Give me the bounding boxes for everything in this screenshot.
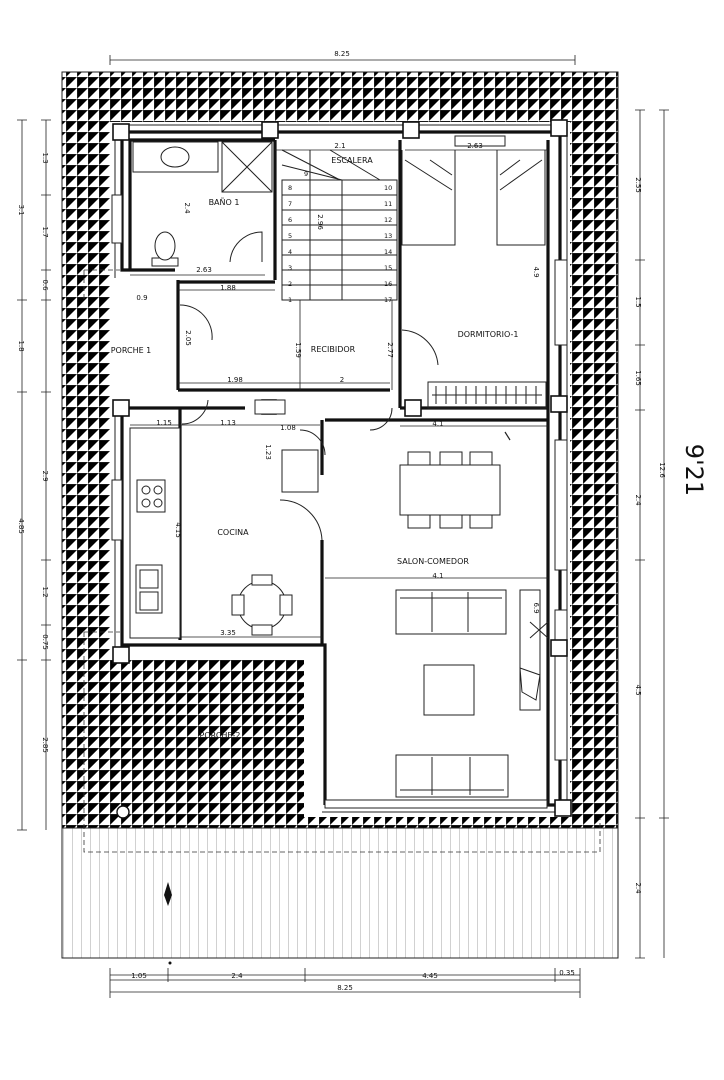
handwritten-note: 9'21 [680,444,708,496]
dim-right-inner: 2.4 [634,494,642,506]
step-number: 4 [288,248,292,256]
step-number: 9 [304,170,308,178]
dim-right-inner: 4.5 [634,684,642,695]
living-furniture [395,451,549,798]
dimension-lines [17,55,669,998]
room-label-salon: SALON-COMEDOR [397,557,469,566]
room-label-recibidor: RECIBIDOR [311,345,356,354]
dim-recib-w1: 1.98 [227,376,243,384]
room-label-bano: BAÑO 1 [209,197,240,207]
stair [281,149,398,301]
dim-top-total: 8.25 [334,50,350,58]
step-number: 11 [384,200,392,208]
dim-bottom-seg: 2.4 [231,972,243,980]
dim-cocina-h: 4.15 [174,522,182,538]
dim-cocina-2: 1.13 [220,419,236,427]
bedroom-furniture [401,150,547,409]
bathroom-fixtures [132,141,273,267]
step-number: 5 [288,232,292,240]
step-number: 13 [384,232,392,240]
dim-left-outer: 4.85 [17,518,25,534]
room-label-porche2: PORCHE-2 [200,731,241,740]
dim-bottom-total: 8.25 [337,984,353,992]
dim-recib-w2: 2 [340,376,344,384]
dim-left-inner: 0.75 [41,634,49,650]
step-number: 7 [288,200,292,208]
step-number: 6 [288,216,292,224]
dim-bottom-seg: 4.45 [422,972,438,980]
dim-escalera-w: 2.1 [334,142,345,150]
dim-cocina-1: 1.15 [156,419,172,427]
dim-right-inner: 1.5 [634,296,642,307]
columns [112,119,572,819]
step-number: 16 [384,280,392,288]
dim-bano-w: 2.63 [196,266,212,274]
step-number: 8 [288,184,292,192]
step-number: 10 [384,184,392,192]
dim-dorm-h: 4.9 [532,266,540,277]
dim-left-inner: 1.3 [41,152,49,163]
room-label-dormitorio: DORMITORIO-1 [458,330,519,339]
dim-bottom-seg: 0.35 [559,969,575,977]
step-number: 17 [384,296,392,304]
dim-left-inner: 1.2 [41,586,49,597]
dim-escalera-len: 2.96 [316,214,324,230]
stair-step-numbers: 8 7 6 5 4 3 2 1 10 11 12 13 14 15 16 17 … [288,170,392,304]
dim-left-inner: 0.6 [41,279,49,291]
dim-dorm-w: 2.63 [467,142,483,150]
dim-recib-1: 1.59 [294,342,302,358]
dim-left-outer: 1.8 [17,340,25,351]
north-arrow-icon [164,882,172,906]
dim-bottom-seg: 1.05 [131,972,147,980]
dim-right-total: 12.6 [658,462,666,478]
step-number: 1 [288,296,292,304]
dim-left-outer: 2.85 [41,737,49,753]
dim-porche1-h: 2.05 [184,330,192,346]
dim-right-inner: 2.55 [634,177,642,193]
dim-cocina-4: 1.23 [264,444,272,460]
dim-salon-w1: 4.1 [432,420,443,428]
dot-mark-icon [168,961,172,965]
dim-left-inner: 1.7 [41,226,49,237]
dim-salon-w2: 4.1 [432,572,443,580]
step-number: 12 [384,216,392,224]
dim-cocina-3: 1.08 [280,424,296,432]
dim-pasillo: 1.88 [220,284,236,292]
roof-outline [83,269,601,853]
kitchen-furniture [129,399,319,639]
step-number: 14 [384,248,392,256]
room-label-escalera: ESCALERA [331,156,373,165]
dim-right-inner: 1.65 [634,370,642,386]
doors [179,231,439,541]
step-number: 15 [384,264,392,272]
dim-bano-h: 2.4 [183,202,191,214]
step-number: 3 [288,264,292,272]
room-label-cocina: COCINA [217,528,249,537]
pen-mark-icon [504,431,511,441]
dim-left-outer: 3.1 [17,204,25,215]
dim-vest: 0.9 [136,294,147,302]
dim-salon-side: 6.9 [532,602,540,613]
dim-recib-2: 2.77 [386,342,394,358]
dim-right-inner: 2.4 [634,882,642,894]
step-number: 2 [288,280,292,288]
room-label-porche1: PORCHE 1 [111,346,152,355]
dim-cocina-w: 3.35 [220,629,236,637]
dim-left-inner: 2.9 [41,470,49,481]
